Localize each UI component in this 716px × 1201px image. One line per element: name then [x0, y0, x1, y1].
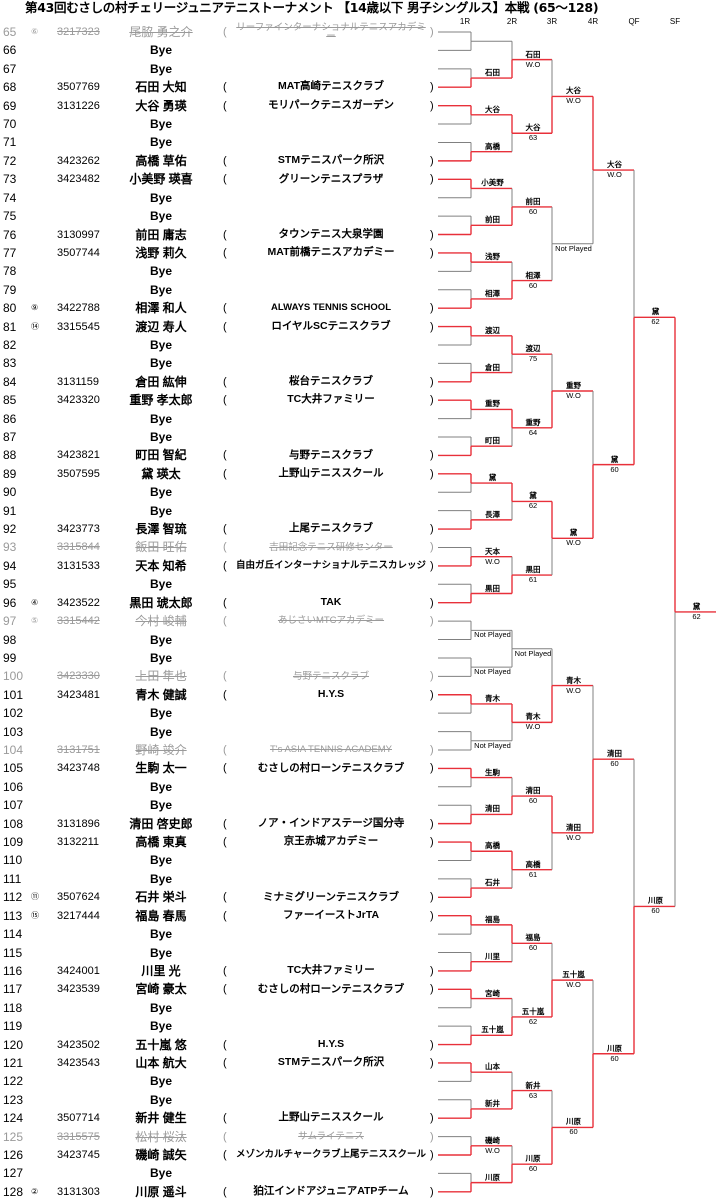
winner-name: 清田	[595, 750, 635, 758]
winner-name: 宮崎	[473, 990, 513, 998]
winner-name: 高橋	[473, 842, 513, 850]
winner-name: 黛	[554, 529, 594, 537]
winner-name: 清田	[554, 824, 594, 832]
winner-name: 青木	[513, 713, 553, 721]
match-score: 60	[595, 1055, 635, 1063]
winner-name: 川里	[473, 953, 513, 961]
match-score: 60	[595, 760, 635, 768]
match-score: Not Played	[473, 742, 513, 750]
winner-name: 五十嵐	[513, 1008, 553, 1016]
winner-name: 大谷	[473, 106, 513, 114]
match-score: W.O	[554, 539, 594, 547]
match-score: W.O	[554, 97, 594, 105]
winner-name: 山本	[473, 1063, 513, 1071]
winner-name: 青木	[473, 695, 513, 703]
winner-name: 新井	[513, 1082, 553, 1090]
winner-name: 石田	[473, 69, 513, 77]
match-score: W.O	[554, 834, 594, 842]
winner-name: 高橋	[473, 143, 513, 151]
match-score: 62	[636, 318, 676, 326]
winner-name: 前田	[513, 198, 553, 206]
match-score: 62	[513, 502, 553, 510]
winner-name: 五十嵐	[554, 971, 594, 979]
winner-name: 生駒	[473, 769, 513, 777]
match-score: 61	[513, 871, 553, 879]
match-score: 75	[513, 355, 553, 363]
match-score: W.O	[473, 1147, 513, 1155]
winner-name: 清田	[473, 805, 513, 813]
winner-name: 相澤	[473, 290, 513, 298]
match-score: 61	[513, 576, 553, 584]
winner-name: 黛	[473, 474, 513, 482]
winner-name: 石井	[473, 879, 513, 887]
match-score: Not Played	[473, 631, 513, 639]
winner-name: 浅野	[473, 253, 513, 261]
winner-name: 黒田	[473, 585, 513, 593]
match-score: 62	[513, 1018, 553, 1026]
match-score: 60	[513, 208, 553, 216]
winner-name: 石田	[513, 51, 553, 59]
winner-name: 川原	[554, 1118, 594, 1126]
winner-name: 相澤	[513, 272, 553, 280]
winner-name: 長澤	[473, 511, 513, 519]
match-score: Not Played	[473, 668, 513, 676]
winner-name: 小美野	[473, 179, 513, 187]
match-score: 63	[513, 134, 553, 142]
winner-name: 黛	[677, 603, 716, 611]
match-score: 60	[554, 1128, 594, 1136]
winner-name: 五十嵐	[473, 1026, 513, 1034]
match-score: W.O	[513, 723, 553, 731]
winner-name: 黒田	[513, 566, 553, 574]
winner-name: 新井	[473, 1100, 513, 1108]
match-score: W.O	[554, 687, 594, 695]
winner-name: 福島	[473, 916, 513, 924]
winner-name: 黛	[513, 492, 553, 500]
match-score: 60	[595, 466, 635, 474]
winner-name: 前田	[473, 216, 513, 224]
match-score: 64	[513, 429, 553, 437]
winner-name: 大谷	[554, 87, 594, 95]
winner-name: 川原	[595, 1045, 635, 1053]
winner-name: 黛	[595, 456, 635, 464]
match-score: W.O	[595, 171, 635, 179]
winner-name: 渡辺	[473, 327, 513, 335]
match-score: 63	[513, 1092, 553, 1100]
winner-name: 大谷	[513, 124, 553, 132]
winner-name: 重野	[554, 382, 594, 390]
match-score: W.O	[554, 981, 594, 989]
winner-name: 福島	[513, 934, 553, 942]
match-score: 60	[513, 797, 553, 805]
winner-name: 青木	[554, 677, 594, 685]
winner-name: 川原	[513, 1155, 553, 1163]
match-score: 60	[513, 282, 553, 290]
winner-name: 川原	[636, 897, 676, 905]
winner-name: 渡辺	[513, 345, 553, 353]
winner-name: 重野	[473, 400, 513, 408]
winner-name: 川原	[473, 1174, 513, 1182]
winner-name: 清田	[513, 787, 553, 795]
winner-name: 磯崎	[473, 1137, 513, 1145]
winner-name: 高橋	[513, 861, 553, 869]
match-score: Not Played	[513, 650, 553, 658]
winner-name: 町田	[473, 437, 513, 445]
winner-name: 倉田	[473, 364, 513, 372]
match-score: 60	[513, 944, 553, 952]
match-score: W.O	[554, 392, 594, 400]
winner-name: 重野	[513, 419, 553, 427]
winner-name: 黛	[636, 308, 676, 316]
match-score: Not Played	[554, 245, 594, 253]
winner-name: 大谷	[595, 161, 635, 169]
match-score: W.O	[473, 558, 513, 566]
winner-name: 天本	[473, 548, 513, 556]
match-score: W.O	[513, 61, 553, 69]
match-score: 60	[636, 907, 676, 915]
match-score: 60	[513, 1165, 553, 1173]
match-score: 62	[677, 613, 716, 621]
